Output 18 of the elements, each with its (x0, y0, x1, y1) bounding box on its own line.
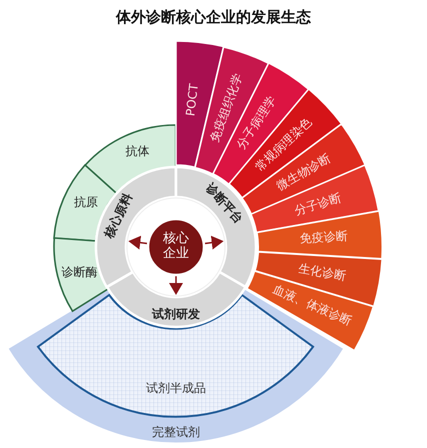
segment-label: 分子诊断 (292, 191, 343, 218)
arrow (169, 276, 183, 295)
segment-label: 诊断酶 (61, 266, 98, 280)
segment-label: 免疫诊断 (299, 230, 348, 247)
segment-label: 生化诊断 (296, 262, 347, 284)
segment-label: 抗原 (74, 196, 98, 210)
segment-label: 血液、体液诊断 (270, 282, 354, 329)
segment-label: 核心企业 (162, 232, 190, 262)
diagram-title: 体外诊断核心企业的发展生态 (114, 8, 312, 27)
segment-label: POCT (184, 83, 202, 117)
segment-label: 诊断平台 (203, 181, 246, 226)
segment-label: 试剂半成品 (146, 382, 206, 396)
segment-label: 抗体 (125, 144, 150, 158)
segment-label: 核心原料 (102, 192, 135, 242)
segment-label: 完整试剂 (152, 426, 200, 440)
arrow (128, 236, 148, 250)
segment-label: 试剂研发 (152, 308, 200, 322)
arrow (204, 236, 224, 250)
